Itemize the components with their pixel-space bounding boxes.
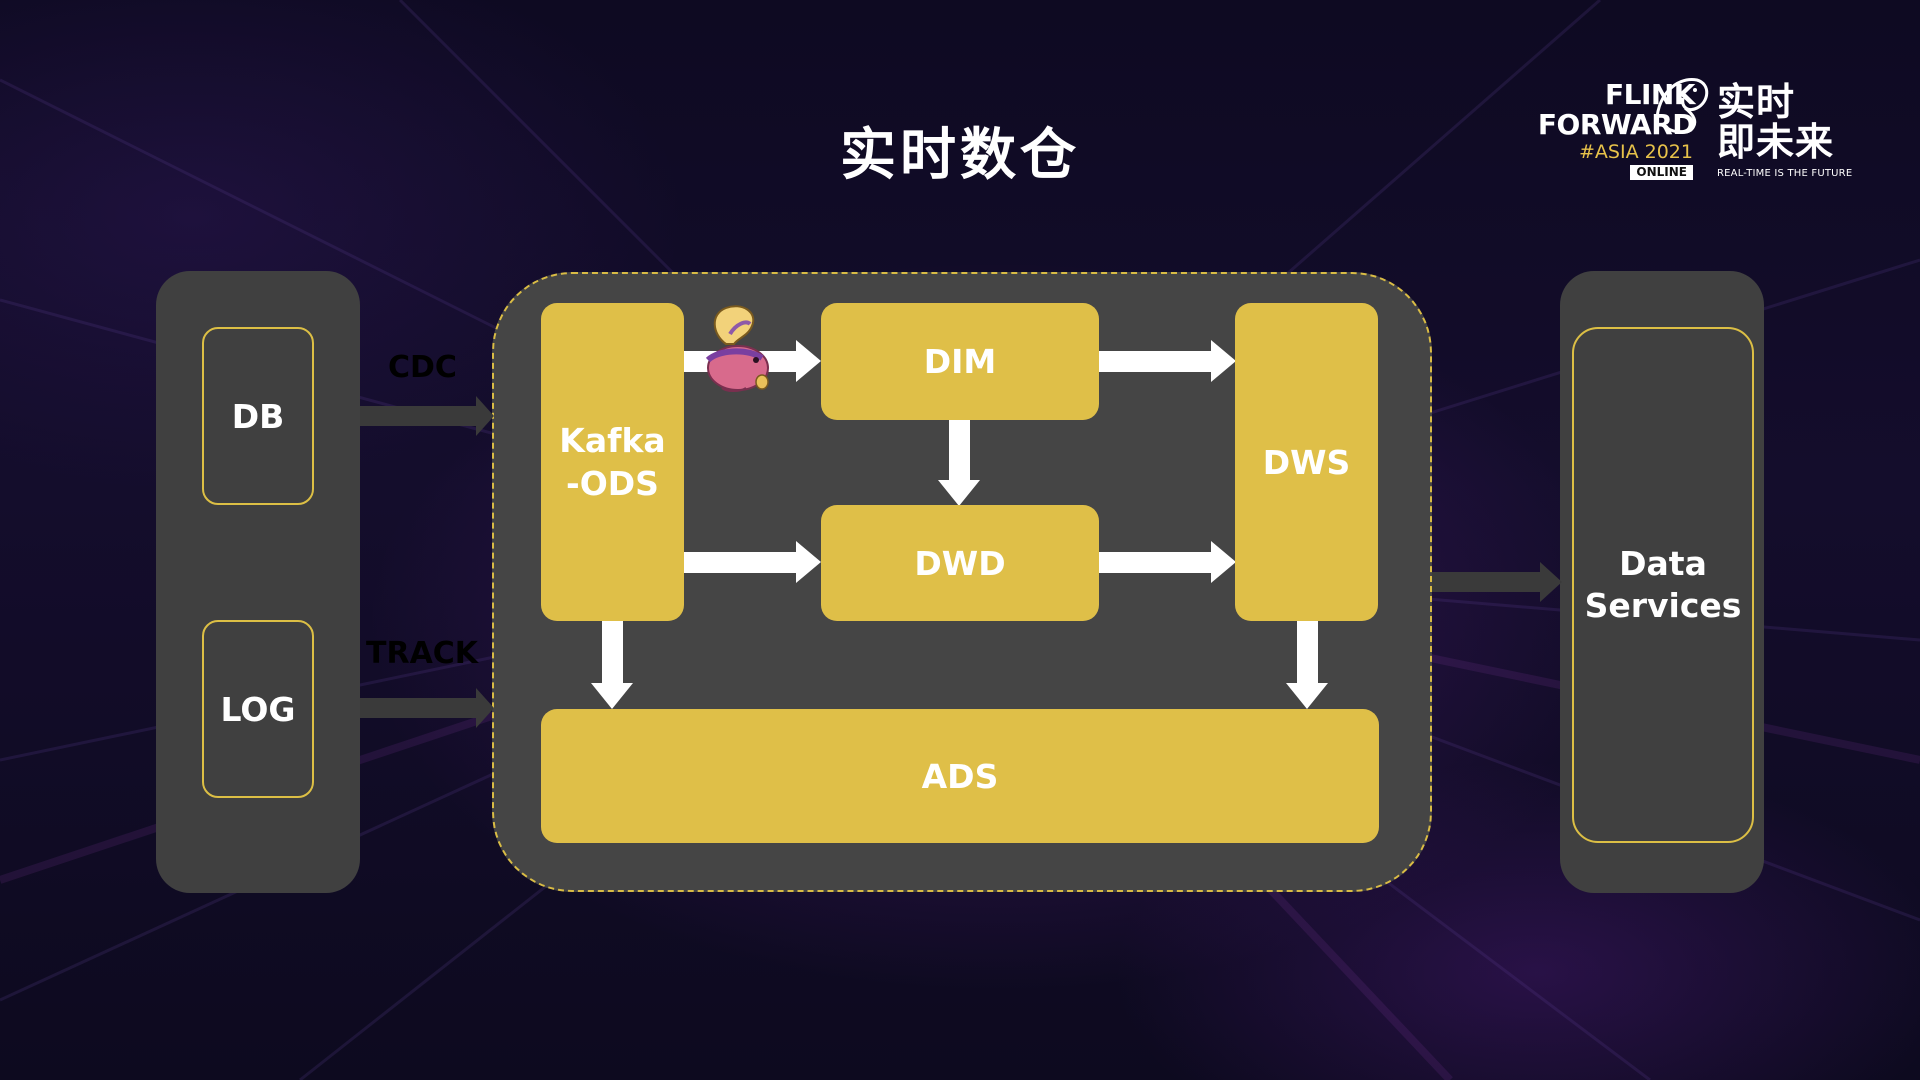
ads-label: ADS: [921, 756, 999, 796]
data-services-box: Data Services: [1572, 327, 1754, 843]
page-title: 实时数仓: [840, 123, 1080, 188]
services-arrowhead: [1540, 562, 1562, 602]
services-connector: [1432, 572, 1544, 592]
kafka-ods-layer: Kafka -ODS: [541, 303, 684, 621]
kafka-label-line2: -ODS: [566, 464, 659, 503]
cdc-arrowhead: [476, 396, 494, 436]
cdc-edge-label: CDC: [388, 350, 457, 385]
arrow-dwd-dws: [1099, 552, 1211, 573]
arrowhead-dim-dwd: [938, 480, 980, 506]
db-label: DB: [231, 396, 285, 436]
ads-layer: ADS: [541, 709, 1379, 843]
cdc-connector: [360, 406, 480, 426]
logo-cn-line1: 实时: [1717, 80, 1796, 124]
sources-panel: [156, 271, 360, 893]
arrow-dim-dws: [1099, 351, 1211, 372]
flink-squirrel-icon: [705, 305, 769, 392]
arrow-kafka-ads: [602, 621, 623, 685]
arrow-kafka-dwd: [684, 552, 796, 573]
dim-layer: DIM: [821, 303, 1099, 420]
logo-line-flink: FLINK: [1604, 78, 1696, 111]
services-panel: [1560, 271, 1764, 893]
data-services-line1: Data: [1619, 544, 1707, 583]
arrowhead-dws-ads: [1286, 683, 1328, 709]
squirrel-logo-icon: [1655, 78, 1709, 134]
white-arrows: [591, 340, 1328, 709]
dws-layer: DWS: [1235, 303, 1378, 621]
data-services-line2: Services: [1584, 586, 1742, 625]
arrowhead-kafka-dim: [796, 340, 821, 382]
arrowhead-dim-dws: [1211, 340, 1236, 382]
logo-chinese: 实时 即未来: [1717, 82, 1834, 162]
track-edge-label: TRACK: [366, 636, 479, 671]
logo-cn-line2: 即未来: [1717, 120, 1835, 164]
kafka-label-line1: Kafka: [559, 421, 666, 460]
arrowhead-kafka-dwd: [796, 541, 821, 583]
dim-label: DIM: [923, 342, 997, 381]
logo-line-forward: FORWARD: [1537, 108, 1696, 141]
dwd-layer: DWD: [821, 505, 1099, 621]
dwd-label: DWD: [914, 543, 1006, 583]
track-arrowhead: [476, 688, 494, 728]
logo-online-badge: ONLINE: [1630, 165, 1693, 180]
db-source-box: DB: [202, 327, 314, 505]
arrow-dim-dwd: [949, 420, 970, 482]
logo-tagline: REAL-TIME IS THE FUTURE: [1717, 168, 1853, 179]
dark-connectors: [360, 396, 1562, 728]
arrow-dws-ads: [1297, 621, 1318, 685]
logo-event: #ASIA 2021: [1579, 141, 1693, 163]
log-label: LOG: [220, 689, 296, 729]
dws-label: DWS: [1262, 442, 1351, 482]
track-connector: [360, 698, 480, 718]
logo-wordmark: FLINK FORWARD: [1537, 78, 1696, 141]
log-source-box: LOG: [202, 620, 314, 798]
arrowhead-kafka-ads: [591, 683, 633, 709]
arrowhead-dwd-dws: [1211, 541, 1236, 583]
flink-forward-logo: FLINK FORWARD #ASIA 2021 ONLINE 实时 即未来 R…: [1515, 68, 1852, 188]
